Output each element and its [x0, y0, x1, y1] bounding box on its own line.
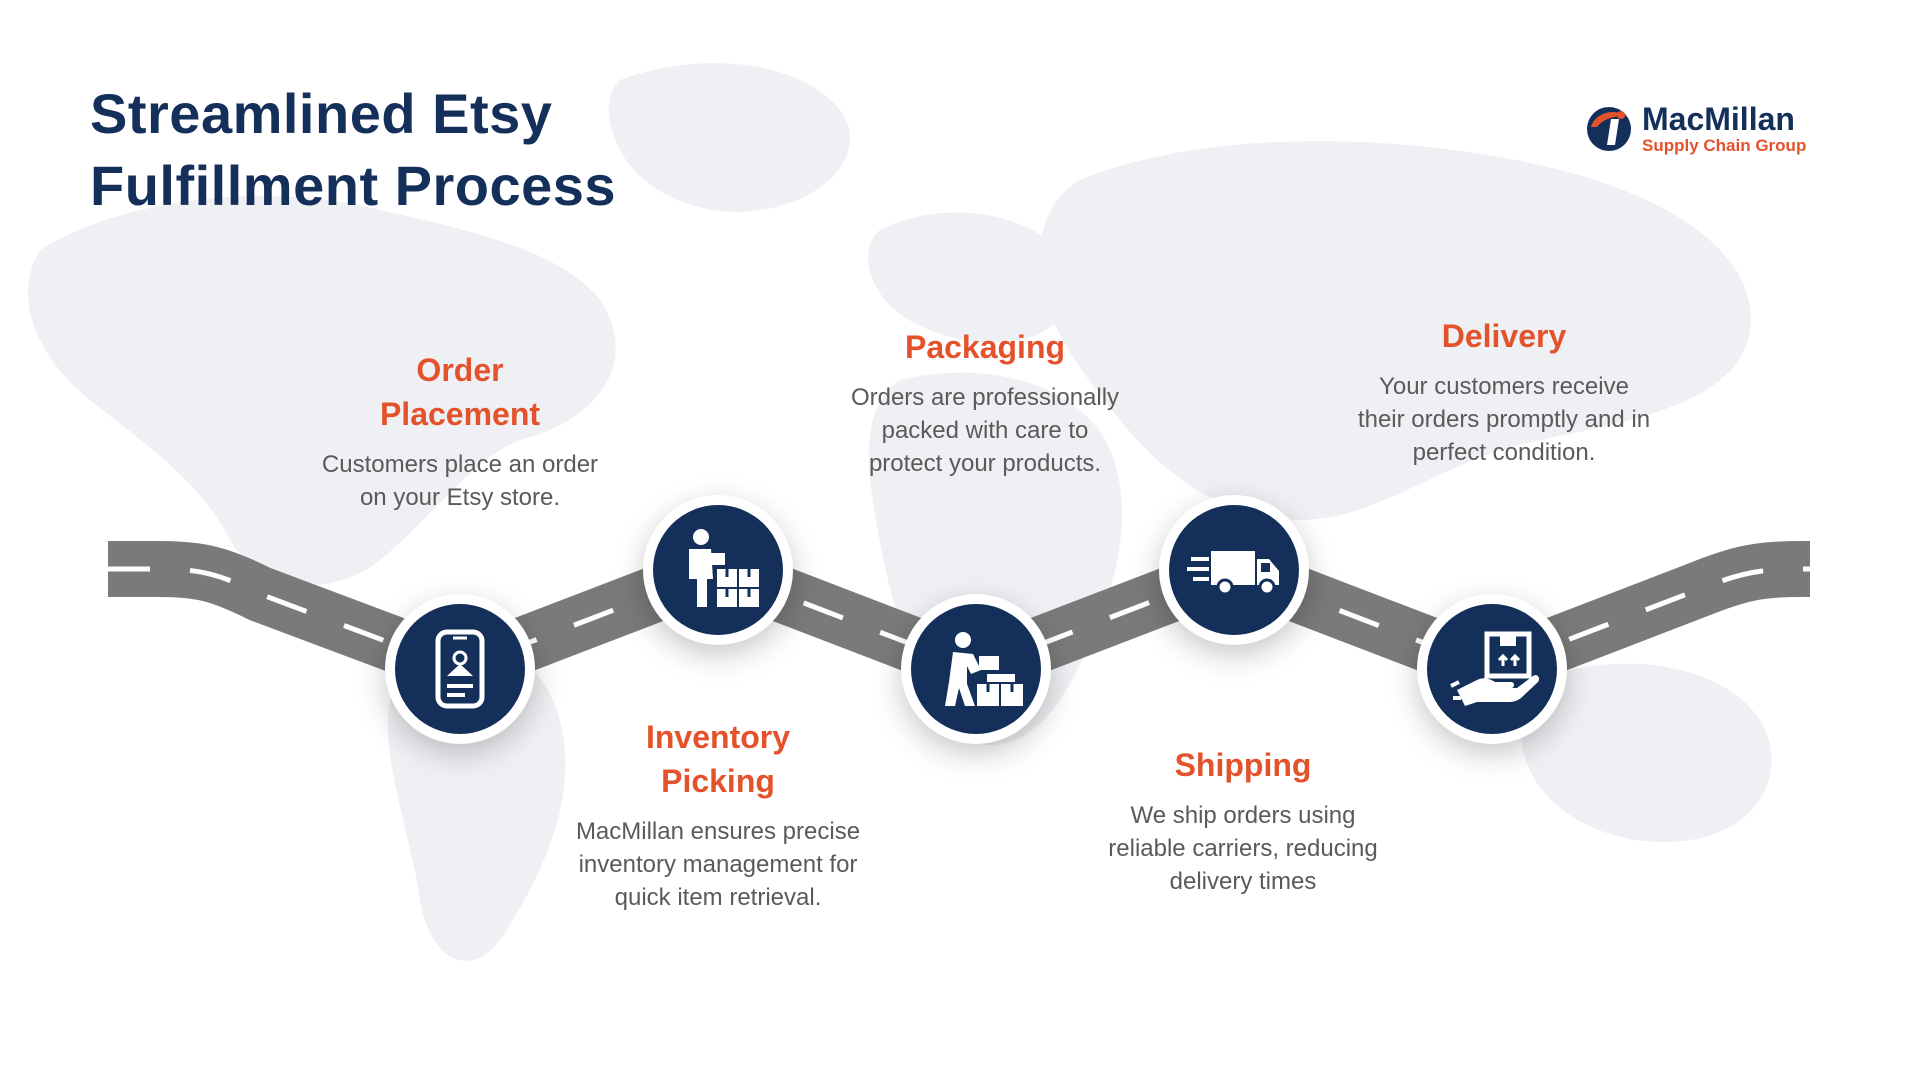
step-description: Customers place an order on your Etsy st… [280, 448, 640, 514]
macmillan-logo-icon [1587, 107, 1631, 151]
step-title-line: Shipping [1174, 747, 1312, 783]
page-title: Streamlined Etsy Fulfillment Process [90, 78, 616, 222]
step-description-line: We ship orders using [1130, 802, 1356, 829]
step-title-line: Packaging [904, 329, 1066, 365]
step-node-delivery [1417, 594, 1567, 744]
step-title: Shipping [1063, 743, 1423, 787]
step-node-packaging [901, 594, 1051, 744]
step-description: We ship orders using reliable carriers, … [1063, 799, 1423, 898]
step-title-line: Placement [379, 396, 541, 432]
step-title: Delivery [1324, 314, 1684, 358]
step-description-line: Your customers receive [1379, 373, 1629, 400]
step-description-line: MacMillan ensures precise [575, 818, 861, 845]
step-description-line: delivery times [1169, 868, 1317, 895]
company-logo: MacMillan Supply Chain Group [1585, 100, 1825, 160]
step-title: Packaging [805, 325, 1165, 369]
step-description-line: packed with care to [881, 417, 1089, 444]
step-node-shipping [1159, 495, 1309, 645]
step-description-line: their orders promptly and in [1357, 406, 1651, 433]
step-description: Orders are professionally packed with ca… [805, 381, 1165, 480]
step-node-inventory-picking [643, 495, 793, 645]
step-title-line: Delivery [1441, 318, 1567, 354]
step-node-order-placement [385, 594, 535, 744]
step-order-placement: Order Placement Customers place an order… [280, 348, 640, 514]
step-description-line: Customers place an order [321, 451, 599, 478]
step-packaging: Packaging Orders are professionally pack… [805, 325, 1165, 480]
step-delivery: Delivery Your customers receive their or… [1324, 314, 1684, 469]
step-shipping: Shipping We ship orders using reliable c… [1063, 743, 1423, 898]
delivery-truck-icon [1187, 551, 1279, 596]
step-description-line: on your Etsy store. [359, 484, 561, 511]
step-title-line: Order [416, 352, 504, 388]
worker-packing-box-icon [945, 632, 1023, 706]
step-description-line: perfect condition. [1412, 439, 1596, 466]
title-line-1: Streamlined Etsy [90, 82, 553, 145]
worker-checking-boxes-icon [689, 529, 759, 607]
step-title: Order Placement [280, 348, 640, 436]
step-title: Inventory Picking [538, 715, 898, 803]
hand-receiving-package-icon [1450, 631, 1540, 706]
logo-tagline: Supply Chain Group [1642, 136, 1807, 155]
logo-name: MacMillan [1642, 101, 1795, 137]
title-line-2: Fulfillment Process [90, 154, 617, 217]
step-description-line: protect your products. [868, 450, 1102, 477]
step-inventory-picking: Inventory Picking MacMillan ensures prec… [538, 715, 898, 914]
step-title-line: Picking [661, 763, 775, 799]
step-description-line: reliable carriers, reducing [1108, 835, 1378, 862]
step-title-line: Inventory [645, 719, 791, 755]
step-description: MacMillan ensures precise inventory mana… [538, 815, 898, 914]
step-description-line: quick item retrieval. [614, 884, 822, 911]
smartphone-order-icon [435, 629, 485, 709]
step-description: Your customers receive their orders prom… [1324, 370, 1684, 469]
step-description-line: inventory management for [578, 851, 858, 878]
step-description-line: Orders are professionally [850, 384, 1120, 411]
